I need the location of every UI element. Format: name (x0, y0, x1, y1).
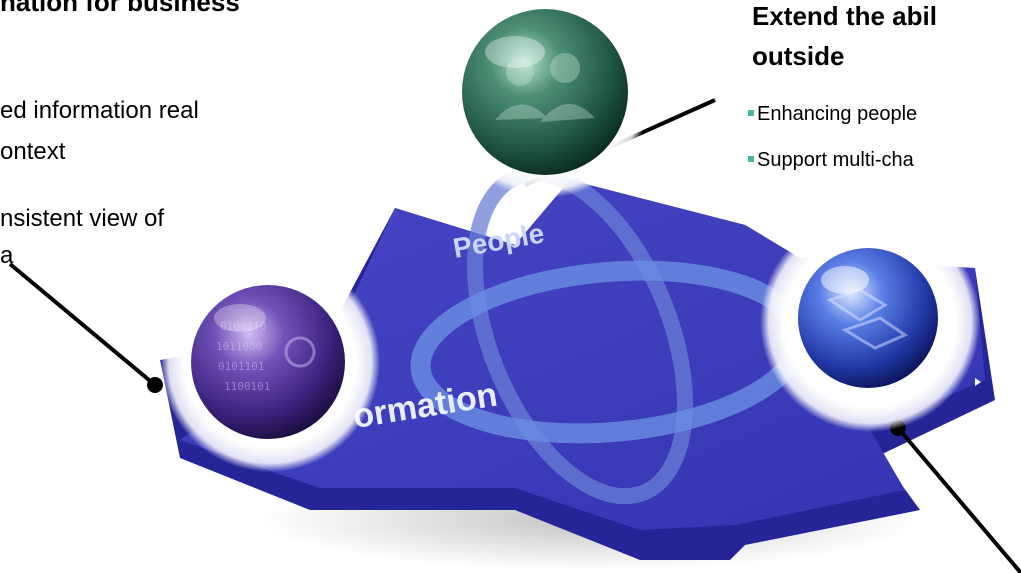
process-connector-line (896, 426, 1021, 573)
information-connector-dot (147, 377, 163, 393)
people-photo-icon (495, 53, 595, 122)
right-bullet-1: Enhancing people (748, 102, 917, 126)
binary-data-icon: 0100110 1011000 0101101 1100101 (216, 320, 316, 393)
left-line-1: ed information real (0, 97, 199, 124)
left-line-3: nsistent view of (0, 205, 165, 232)
bullet-square-icon (748, 156, 754, 162)
people-sphere (439, 0, 651, 198)
right-bullet-1-text: Enhancing people (757, 103, 918, 125)
svg-text:1011000: 1011000 (216, 340, 262, 353)
right-bullet-2-text: Support multi-cha (757, 149, 914, 171)
bullet-square-icon (748, 110, 754, 116)
right-heading-2: outside (752, 41, 845, 71)
information-sphere: 0100110 1011000 0101101 1100101 (160, 252, 380, 472)
right-bullet-2: Support multi-cha (748, 148, 914, 172)
platform-edge-mark (975, 378, 981, 386)
right-heading-1: Extend the abil (752, 1, 937, 31)
left-line-2: ontext (0, 138, 66, 165)
left-line-4: a (0, 242, 14, 269)
svg-text:0101101: 0101101 (218, 360, 264, 373)
svg-text:0100110: 0100110 (220, 320, 266, 333)
left-heading: nation for business (0, 0, 240, 17)
information-connector-line (8, 262, 157, 387)
process-sphere (760, 212, 980, 432)
svg-text:1100101: 1100101 (224, 380, 270, 393)
